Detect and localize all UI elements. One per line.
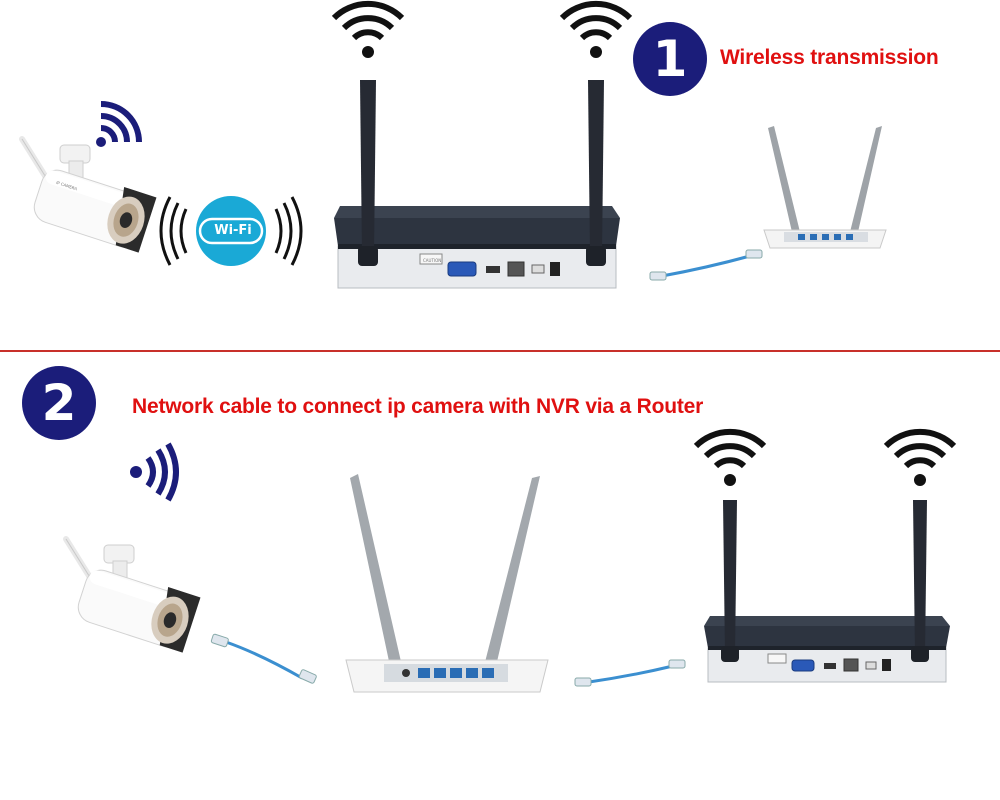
nvr-icon <box>693 428 957 683</box>
section-2-title: Network cable to connect ip camera with … <box>132 395 704 418</box>
section-divider <box>0 350 1000 352</box>
step-number-1: 1 <box>652 30 688 88</box>
ethernet-cable-icon <box>210 633 317 684</box>
ethernet-cable-icon <box>574 659 686 687</box>
svg-text:IP CAMERA: IP CAMERA <box>56 180 78 192</box>
wifi-badge-label: Wi-Fi <box>214 223 252 238</box>
step-badge-1: 1 <box>633 22 707 96</box>
camera-icon <box>63 536 201 653</box>
nvr-icon: CAUTION <box>331 0 633 289</box>
signal-waves-icon <box>130 442 179 502</box>
signal-waves-icon <box>159 196 303 266</box>
router-icon <box>763 126 887 249</box>
camera-icon: IP CAMERA <box>19 136 157 253</box>
section-1-title: Wireless transmission <box>720 46 939 69</box>
caution-label: CAUTION <box>423 258 441 263</box>
wifi-signal-icon <box>96 101 142 147</box>
ethernet-cable-icon <box>649 249 763 281</box>
router-icon <box>345 474 549 693</box>
step-number-2: 2 <box>41 374 77 432</box>
step-badge-2: 2 <box>22 366 96 440</box>
